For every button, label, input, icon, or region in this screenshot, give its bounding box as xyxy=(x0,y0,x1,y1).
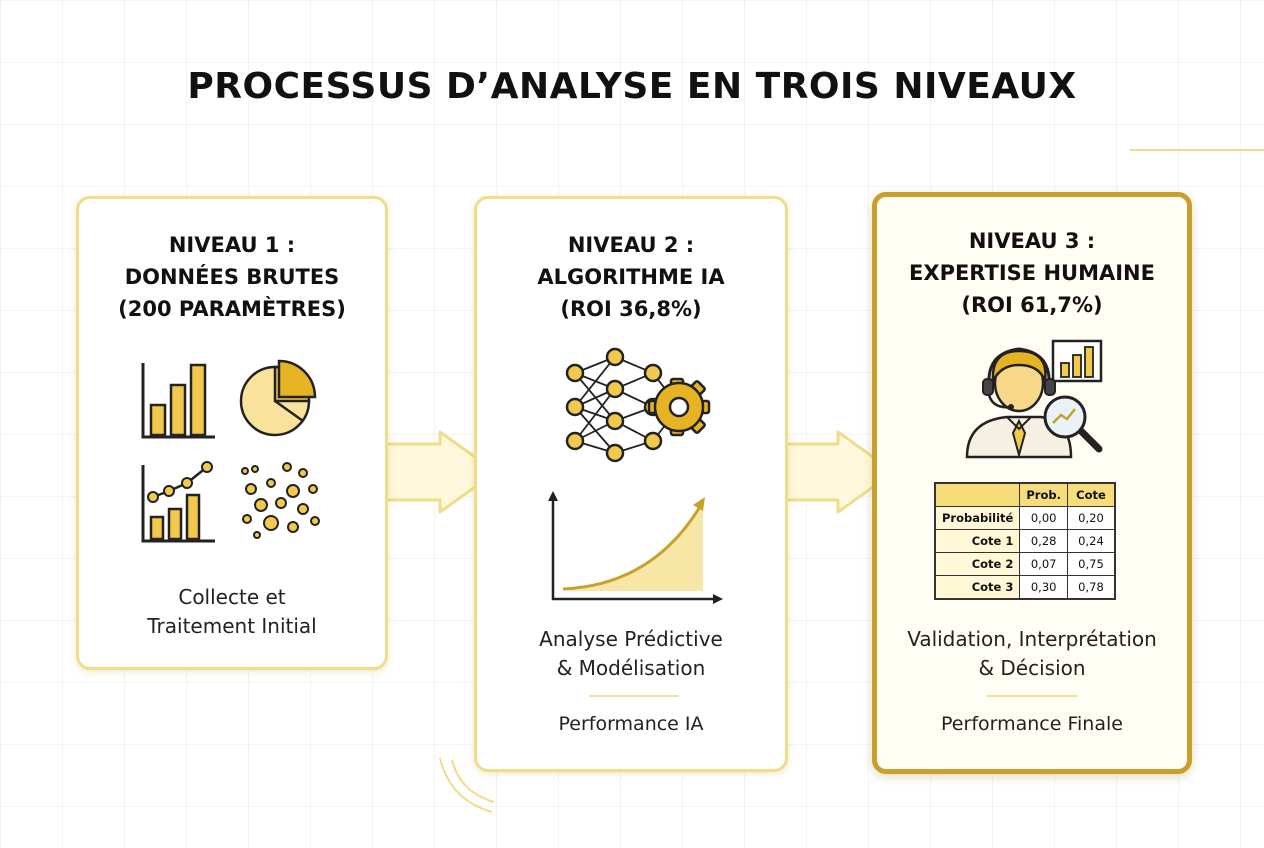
level-2-title-line-1: NIVEAU 2 : xyxy=(567,233,695,257)
table-row-label: Cote 1 xyxy=(934,529,1021,553)
table-row: Cote 2 0,07 0,75 xyxy=(934,552,1116,576)
table-header-prob: Prob. xyxy=(1019,482,1068,507)
level-2-caption-line-1: Analyse Prédictive xyxy=(539,627,723,651)
level-1-title-line-2: DONNÉES BRUTES xyxy=(124,265,340,289)
level-3-caption-line-2: & Décision xyxy=(978,656,1086,680)
level-3-title-line-2: EXPERTISE HUMAINE xyxy=(909,261,1155,285)
level-1-card: NIVEAU 1 : DONNÉES BRUTES (200 PARAMÈTRE… xyxy=(76,196,388,670)
bar-chart-icon xyxy=(141,363,215,439)
pie-chart-icon xyxy=(239,359,317,437)
arrow-2-to-3 xyxy=(784,430,896,514)
arrow-1-to-2 xyxy=(384,430,498,514)
table-cell: 0,07 xyxy=(1019,552,1068,576)
level-1-caption-line-2: Traitement Initial xyxy=(147,614,317,638)
table-header-row: Prob. Cote xyxy=(934,482,1116,507)
level-3-title-line-3: (ROI 61,7%) xyxy=(961,293,1103,317)
table-row: Cote 1 0,28 0,24 xyxy=(934,529,1116,553)
growth-curve-icon xyxy=(548,491,723,604)
level-3-title-line-1: NIVEAU 3 : xyxy=(968,229,1096,253)
line-bar-chart-icon xyxy=(141,461,215,543)
odds-table: Prob. Cote Probabilité 0,00 0,20 Cote 1 … xyxy=(934,482,1116,600)
table-row: Cote 3 0,30 0,78 xyxy=(934,575,1116,600)
scatter-dots-icon xyxy=(241,462,320,539)
table-row: Probabilité 0,00 0,20 xyxy=(934,506,1116,530)
decorative-arcs xyxy=(439,149,1264,813)
table-header-cote: Cote xyxy=(1066,482,1116,507)
expert-analyst-icon xyxy=(965,339,1103,459)
level-3-performance: Performance Finale xyxy=(941,713,1123,735)
table-cell: 0,24 xyxy=(1066,529,1116,553)
table-header-corner xyxy=(934,482,1021,507)
table-cell: 0,28 xyxy=(1019,529,1068,553)
level-1-title-line-1: NIVEAU 1 : xyxy=(168,233,296,257)
table-cell: 0,20 xyxy=(1066,506,1116,530)
table-row-label: Probabilité xyxy=(934,506,1021,530)
table-row-label: Cote 2 xyxy=(934,552,1021,576)
level-3-caption-line-1: Validation, Interprétation xyxy=(907,627,1157,651)
level-3-caption: Validation, Interprétation & Décision xyxy=(877,625,1187,683)
level-1-title-line-3: (200 PARAMÈTRES) xyxy=(118,297,346,321)
level-2-title-line-2: ALGORITHME IA xyxy=(537,265,725,289)
gear-icon xyxy=(647,377,711,437)
main-title: PROCESSUS D’ANALYSE EN TROIS NIVEAUX xyxy=(187,66,1077,107)
level-2-caption-line-2: & Modélisation xyxy=(556,656,706,680)
level-2-caption: Analyse Prédictive & Modélisation xyxy=(477,625,785,683)
level-1-caption: Collecte et Traitement Initial xyxy=(79,583,385,641)
level-2-title-line-3: (ROI 36,8%) xyxy=(560,297,702,321)
level-1-caption-line-1: Collecte et xyxy=(178,585,286,609)
table-cell: 0,78 xyxy=(1066,575,1116,600)
level-3-divider xyxy=(987,695,1077,697)
neural-network-gear-icon xyxy=(565,347,711,463)
level-2-performance: Performance IA xyxy=(558,713,704,735)
magnifier-icon xyxy=(1043,395,1103,453)
table-cell: 0,00 xyxy=(1019,506,1068,530)
level-2-divider xyxy=(589,695,679,697)
table-cell: 0,75 xyxy=(1066,552,1116,576)
table-cell: 0,30 xyxy=(1019,575,1068,600)
level-2-title: NIVEAU 2 : ALGORITHME IA (ROI 36,8%) xyxy=(477,229,785,325)
level-3-card: NIVEAU 3 : EXPERTISE HUMAINE (ROI 61,7%)… xyxy=(872,192,1192,774)
level-1-title: NIVEAU 1 : DONNÉES BRUTES (200 PARAMÈTRE… xyxy=(79,229,385,325)
table-row-label: Cote 3 xyxy=(934,575,1021,600)
level-3-title: NIVEAU 3 : EXPERTISE HUMAINE (ROI 61,7%) xyxy=(877,225,1187,321)
level-2-card: NIVEAU 2 : ALGORITHME IA (ROI 36,8%) xyxy=(474,196,788,772)
